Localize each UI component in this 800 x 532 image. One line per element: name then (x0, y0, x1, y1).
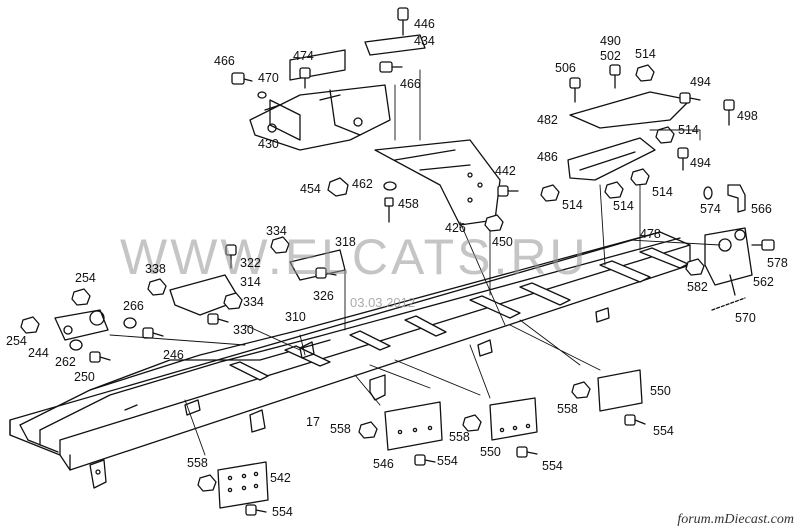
forum-footer[interactable]: forum.mDiecast.com (677, 512, 794, 527)
part-label-490: 490 (600, 34, 621, 48)
part-label-458: 458 (398, 197, 419, 211)
part-label-570: 570 (735, 311, 756, 325)
part-label-474: 474 (293, 49, 314, 63)
part-label-582: 582 (687, 280, 708, 294)
part-label-578: 578 (767, 256, 788, 270)
part-label-310: 310 (285, 310, 306, 324)
part-label-470: 470 (258, 71, 279, 85)
part-label-426: 426 (445, 221, 466, 235)
part-label-254: 254 (6, 334, 27, 348)
reinforcement-plates (217, 369, 643, 509)
part-label-482: 482 (537, 113, 558, 127)
part-label-318: 318 (335, 235, 356, 249)
part-label-334: 334 (266, 224, 287, 238)
part-label-514: 514 (613, 199, 634, 213)
part-label-542: 542 (270, 471, 291, 485)
part-label-446: 446 (414, 17, 435, 31)
part-label-450: 450 (492, 235, 513, 249)
part-label-454: 454 (300, 182, 321, 196)
part-label-430: 430 (258, 137, 279, 151)
leader-lines (109, 69, 721, 456)
part-label-562: 562 (753, 275, 774, 289)
part-label-462: 462 (352, 177, 373, 191)
fasteners (20, 7, 775, 516)
part-label-466: 466 (400, 77, 421, 91)
part-label-250: 250 (74, 370, 95, 384)
part-label-554: 554 (653, 424, 674, 438)
part-label-574: 574 (700, 202, 721, 216)
watermark-text: WWW.ELCATS.RU (120, 229, 589, 285)
part-label-514: 514 (635, 47, 656, 61)
part-label-566: 566 (751, 202, 772, 216)
front-shackle (54, 309, 109, 341)
part-label-558: 558 (557, 402, 578, 416)
part-label-514: 514 (678, 123, 699, 137)
cross-members (124, 247, 689, 416)
part-label-17: 17 (306, 415, 320, 429)
watermark-date: 03.03.2012 (350, 295, 416, 310)
part-label-246: 246 (163, 348, 184, 362)
frame-brackets (89, 374, 386, 489)
part-label-244: 244 (28, 346, 49, 360)
part-label-334: 334 (243, 295, 264, 309)
part-label-254: 254 (75, 271, 96, 285)
part-label-514: 514 (562, 198, 583, 212)
part-label-546: 546 (373, 457, 394, 471)
part-label-554: 554 (542, 459, 563, 473)
rear-brackets (567, 91, 691, 181)
part-label-442: 442 (495, 164, 516, 178)
part-label-558: 558 (187, 456, 208, 470)
part-label-466: 466 (214, 54, 235, 68)
part-label-322: 322 (240, 256, 261, 270)
part-label-502: 502 (600, 49, 621, 63)
part-label-330: 330 (233, 323, 254, 337)
part-label-478: 478 (640, 227, 661, 241)
part-label-338: 338 (145, 262, 166, 276)
part-label-554: 554 (272, 505, 293, 519)
part-label-498: 498 (737, 109, 758, 123)
part-label-506: 506 (555, 61, 576, 75)
part-label-554: 554 (437, 454, 458, 468)
part-label-314: 314 (240, 275, 261, 289)
part-label-326: 326 (313, 289, 334, 303)
rear-hitch (704, 227, 753, 296)
part-label-550: 550 (650, 384, 671, 398)
part-label-550: 550 (480, 445, 501, 459)
part-label-514: 514 (652, 185, 673, 199)
part-label-266: 266 (123, 299, 144, 313)
part-label-262: 262 (55, 355, 76, 369)
part-label-494: 494 (690, 156, 711, 170)
part-label-494: 494 (690, 75, 711, 89)
part-label-434: 434 (414, 34, 435, 48)
frame-rails (9, 231, 691, 471)
spring-bracket-314 (169, 249, 346, 316)
engine-mount-bracket (249, 34, 426, 151)
part-label-558: 558 (330, 422, 351, 436)
part-label-558: 558 (449, 430, 470, 444)
part-label-486: 486 (537, 150, 558, 164)
